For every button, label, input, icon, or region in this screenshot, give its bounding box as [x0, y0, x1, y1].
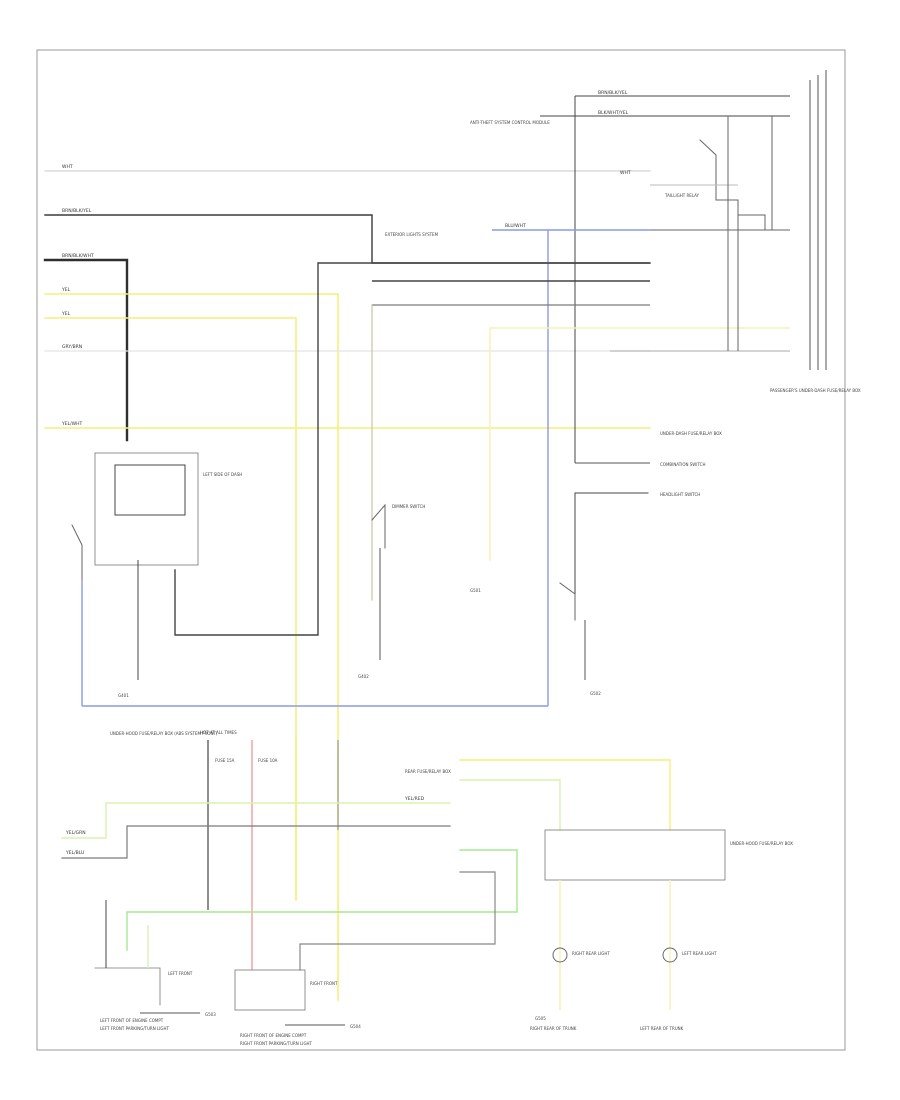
label-front-left: LEFT FRONT	[168, 971, 193, 976]
rr-lamp-bulb	[552, 947, 568, 963]
left-module-box	[94, 452, 199, 566]
wire-rear-1	[459, 759, 671, 831]
label-fuse-box-left: UNDER-HOOD FUSE/RELAY BOX (ABS SYSTEM FR…	[110, 731, 218, 736]
wire-brn-blk-yel	[44, 214, 651, 264]
wire-r2-down	[174, 262, 319, 636]
label-tl-yel-wht: YEL/WHT	[61, 421, 82, 427]
wire-green-rf	[126, 849, 518, 951]
label-blu-wht: BLU/WHT	[505, 223, 526, 229]
label-right-top3: WHT	[620, 170, 631, 176]
wire-hdlt-switch	[574, 492, 649, 621]
label-rear-fuse: REAR FUSE/RELAY BOX	[405, 769, 451, 774]
label-passenger-fuse: PASSENGER'S UNDER-DASH FUSE/RELAY BOX	[770, 388, 861, 393]
label-fuse-10a: FUSE 10A	[258, 758, 278, 763]
label-lf-marker: LEFT FRONT PARKING/TURN LIGHT	[100, 1026, 169, 1031]
label-left-front-bumper: LEFT FRONT OF ENGINE COMPT	[100, 1018, 164, 1023]
label-front-right: RIGHT FRONT	[310, 981, 338, 986]
label-g402: G402	[358, 674, 369, 679]
label-g503: G503	[205, 1012, 216, 1017]
label-right-top1: BRN/BLK/YEL	[598, 90, 628, 96]
label-headlight-switch: HEADLIGHT SWITCH	[660, 492, 700, 497]
label-g501: G501	[470, 588, 481, 593]
label-rear-right-trunk: RIGHT REAR OF TRUNK	[530, 1026, 577, 1031]
label-g505: G505	[535, 1016, 546, 1021]
lf-lamp-box	[94, 967, 161, 1006]
lr-lamp-bulb	[662, 947, 678, 963]
dimmer-switch	[371, 503, 386, 549]
label-hot-all: HOT AT ALL TIMES	[200, 730, 237, 735]
label-rf-marker: RIGHT FRONT PARKING/TURN LIGHT	[240, 1041, 313, 1046]
label-yel-red: YEL/RED	[404, 796, 425, 802]
relay-contact	[715, 199, 766, 231]
label-yel-grn: YEL/GRN	[65, 830, 86, 836]
wire-yel-1	[44, 293, 339, 1001]
label-dimmer-switch: DIMMER SWITCH	[392, 504, 425, 509]
wire-rear-2	[459, 779, 561, 831]
rear-fuse-box	[544, 829, 726, 881]
label-g401: G401	[118, 693, 129, 698]
label-rear-left-trunk: LEFT REAR OF TRUNK	[640, 1026, 684, 1031]
label-fuse-15a: FUSE 15A	[215, 758, 235, 763]
right-switch	[559, 582, 576, 621]
left-switch	[71, 524, 83, 581]
rf-lamp-box	[234, 969, 306, 1011]
label-tl-yel2: YEL	[61, 311, 71, 317]
label-yel-blu: YEL/BLU	[65, 850, 84, 856]
wire-brn-blk-wht	[43, 258, 129, 442]
wire-yel-blu-left	[61, 825, 451, 859]
label-combo-switch: COMBINATION SWITCH	[660, 462, 705, 467]
wire-yel-rf	[299, 871, 496, 971]
wire-yel-grn-left	[61, 802, 451, 839]
left-module-inner	[114, 464, 186, 516]
label-taillight-relay: TAILLIGHT RELAY	[664, 193, 700, 198]
diagram-frame	[36, 49, 846, 1051]
label-rr-lamp: RIGHT REAR LIGHT	[572, 951, 610, 956]
label-anti-theft: ANTI-THEFT SYSTEM CONTROL MODULE	[470, 120, 550, 125]
label-tl-gry-ang: GRY/BRN	[62, 344, 82, 350]
label-tl-blk-yel: BRN/BLK/YEL	[62, 208, 92, 214]
label-right-front-bumper: RIGHT FRONT OF ENGINE COMPT	[240, 1033, 307, 1038]
label-right-top2: BLK/WHT/YEL	[598, 110, 629, 116]
label-tl-blk-wht: BRN/BLK/WHT	[62, 253, 94, 259]
label-tl-yel1: YEL	[61, 287, 71, 293]
label-g504: G504	[350, 1024, 361, 1029]
label-g502: G502	[590, 691, 601, 696]
label-left-shift: LEFT SIDE OF DASH	[203, 472, 242, 477]
label-exterior-lights: EXTERIOR LIGHTS SYSTEM	[385, 232, 439, 237]
label-fuse-box-right: UNDER-HOOD FUSE/RELAY BOX	[730, 841, 793, 846]
label-under-dash-fuse: UNDER-DASH FUSE/RELAY BOX	[660, 431, 722, 436]
label-tl-white: WHT	[62, 164, 73, 170]
relay-switch	[699, 139, 717, 201]
label-lr-lamp: LEFT REAR LIGHT	[682, 951, 717, 956]
